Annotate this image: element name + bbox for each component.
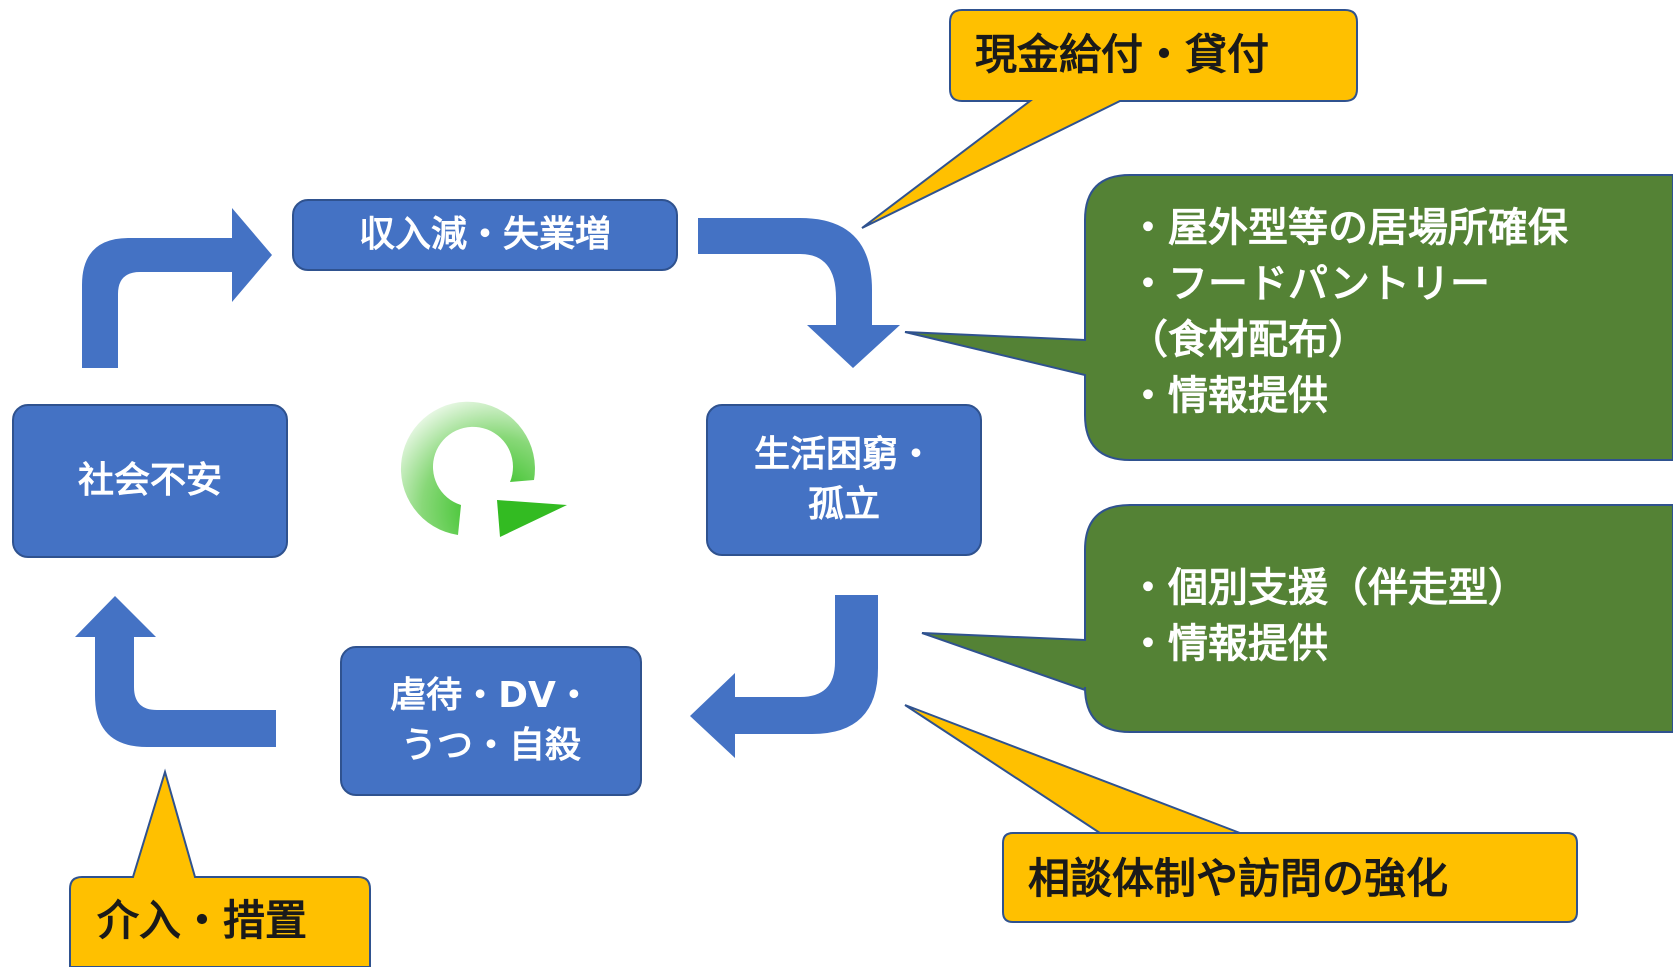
cycle-arrow-icon bbox=[370, 360, 570, 565]
callout-consult-label: 相談体制や訪問の強化 bbox=[1028, 854, 1449, 903]
callout-support-label: ・個別支援（伴走型） ・情報提供 bbox=[1128, 565, 1528, 667]
callout-shelter-label: ・屋外型等の居場所確保 ・フードパントリー （食材配布） ・情報提供 bbox=[1128, 205, 1568, 419]
node-social-anxiety: 社会不安 bbox=[12, 404, 288, 558]
node-abuse-dv-suicide: 虐待・DV・ うつ・自殺 bbox=[340, 646, 642, 796]
arrow-abuse-to-anxiety bbox=[75, 596, 276, 747]
callout-intervention-label: 介入・措置 bbox=[97, 896, 308, 945]
node-income-decline: 収入減・失業増 bbox=[292, 199, 678, 271]
arrow-poverty-to-abuse bbox=[690, 595, 878, 758]
node-poverty-isolation: 生活困窮・ 孤立 bbox=[706, 404, 982, 556]
callout-shelter-shape bbox=[904, 174, 1673, 461]
callout-intervention-shape bbox=[69, 768, 371, 967]
callout-cash-label: 現金給付・貸付 bbox=[975, 30, 1270, 79]
arrow-income-to-poverty bbox=[698, 218, 900, 368]
callout-consult-shape bbox=[904, 704, 1578, 923]
callout-cash-shape bbox=[861, 9, 1358, 229]
callout-support-shape bbox=[921, 504, 1673, 733]
arrow-anxiety-to-income bbox=[82, 208, 272, 368]
